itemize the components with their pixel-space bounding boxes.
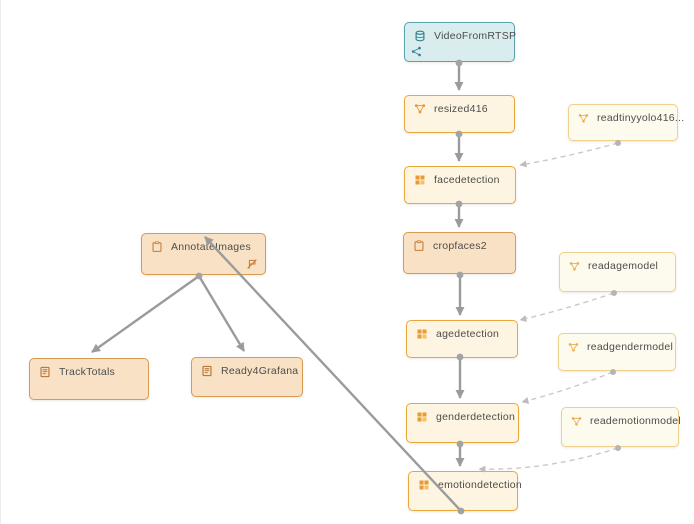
chip-icon: [416, 411, 428, 423]
node-readagemodel[interactable]: readagemodel: [559, 252, 676, 292]
report-icon: [39, 366, 51, 378]
node-label: readgendermodel: [587, 341, 674, 353]
node-emotiondetection[interactable]: emotiondetection: [408, 471, 522, 511]
disabled-flag-icon[interactable]: [246, 258, 258, 270]
node-label: readtinyyolo416...: [597, 112, 685, 124]
triangle-graph-icon: [414, 103, 426, 115]
node-annotateimages[interactable]: AnnotateImages: [141, 233, 266, 275]
edge-annotateimages-tracktotals[interactable]: [91, 275, 200, 353]
triangle-graph-icon: [578, 113, 589, 124]
node-agedetection[interactable]: agedetection: [406, 320, 518, 358]
node-label: Ready4Grafana: [221, 365, 299, 377]
chip-icon: [418, 479, 430, 491]
triangle-graph-icon: [571, 416, 582, 427]
node-label: VideoFromRTSP: [434, 30, 517, 42]
node-label: readagemodel: [588, 260, 659, 272]
share-icon[interactable]: [411, 46, 422, 57]
chip-icon: [416, 328, 428, 340]
node-genderdetection[interactable]: genderdetection: [406, 403, 519, 443]
node-label: agedetection: [436, 328, 500, 340]
edge-readagemodel-agedetection[interactable]: [519, 292, 615, 322]
node-readgendermodel[interactable]: readgendermodel: [558, 333, 676, 371]
node-label: resized416: [434, 103, 488, 115]
node-label: cropfaces2: [433, 240, 487, 252]
edge-readtinyyolo416-facedetection[interactable]: [519, 142, 619, 168]
clipboard-icon: [413, 240, 425, 252]
node-label: genderdetection: [436, 411, 516, 423]
node-label: TrackTotals: [59, 366, 116, 378]
triangle-graph-icon: [568, 342, 579, 353]
node-resized416[interactable]: resized416: [404, 95, 515, 133]
node-tracktotals[interactable]: TrackTotals: [29, 358, 149, 400]
chip-icon: [414, 174, 426, 186]
node-facedetection[interactable]: facedetection: [404, 166, 516, 204]
node-label: reademotionmodel: [590, 415, 681, 427]
node-label: emotiondetection: [438, 479, 522, 491]
clipboard-icon: [151, 241, 163, 253]
node-readtinyyolo416[interactable]: readtinyyolo416...: [568, 104, 684, 141]
triangle-graph-icon: [569, 261, 580, 272]
node-videofromrtsp[interactable]: VideoFromRTSP: [404, 22, 517, 62]
database-icon: [414, 30, 426, 42]
node-cropfaces2[interactable]: cropfaces2: [403, 232, 516, 274]
node-reademotionmodel[interactable]: reademotionmodel: [561, 407, 681, 447]
report-icon: [201, 365, 213, 377]
node-label: facedetection: [434, 174, 500, 186]
edge-readgendermodel-genderdetection[interactable]: [521, 371, 614, 404]
edge-reademotionmodel-emotiondetection[interactable]: [478, 447, 619, 473]
node-label: AnnotateImages: [171, 241, 251, 253]
node-ready4grafana[interactable]: Ready4Grafana: [191, 357, 303, 397]
edge-annotateimages-ready4grafana[interactable]: [197, 275, 246, 352]
